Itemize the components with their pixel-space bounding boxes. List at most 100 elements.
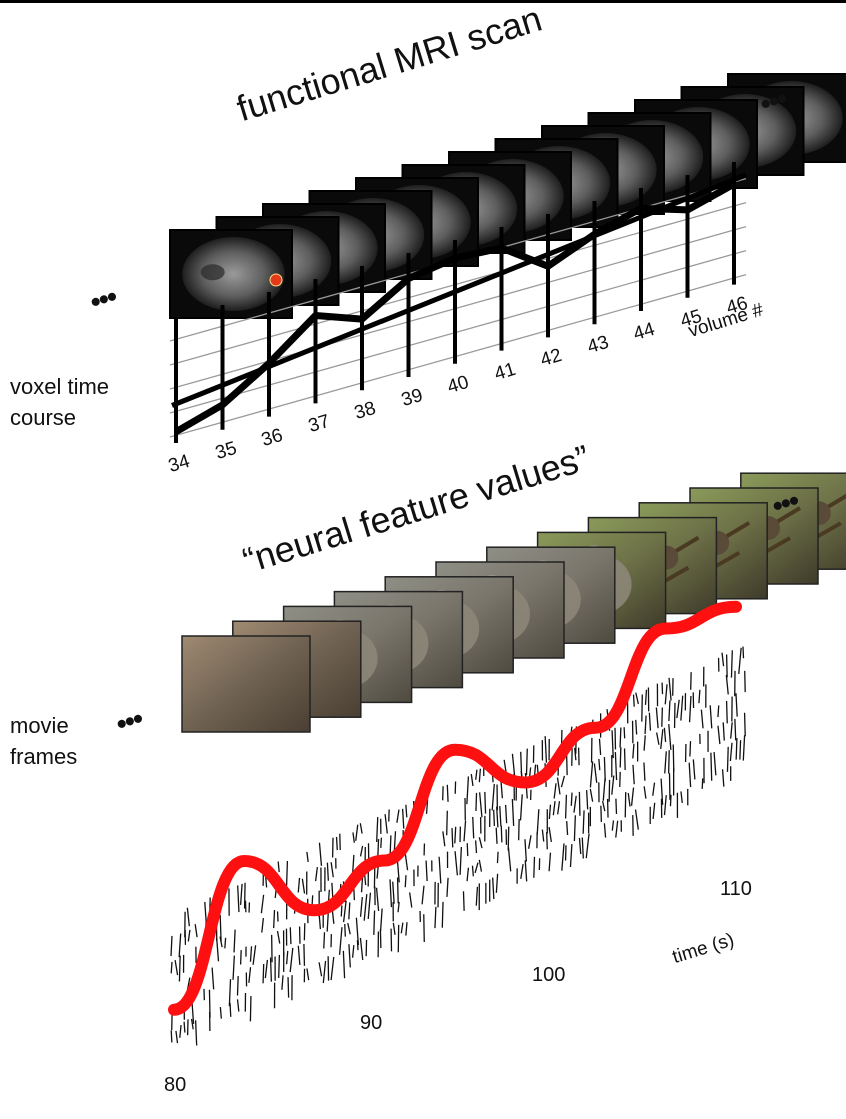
spike-tick (611, 775, 615, 795)
voxel-time-course (174, 181, 736, 435)
spike-tick (565, 752, 568, 776)
spike-tick (619, 747, 622, 768)
brain-ventricle (200, 264, 225, 281)
spike-tick (297, 877, 301, 893)
spike-tick (643, 786, 647, 799)
spike-tick (272, 909, 276, 929)
spike-tick (434, 906, 437, 929)
spike-tick (446, 784, 449, 802)
spike-tick (742, 735, 746, 761)
spike-tick (289, 947, 294, 973)
spike-tick (574, 747, 577, 761)
spike-tick (355, 917, 360, 946)
spike-tick (216, 937, 220, 962)
spike-tick (179, 1025, 182, 1038)
spike-tick (237, 885, 240, 913)
spike-tick (643, 735, 646, 751)
spike-tick (725, 700, 728, 724)
movie-label-line2: frames (10, 744, 78, 769)
frame-image (181, 635, 311, 733)
spike-tick (322, 960, 327, 984)
spike-tick (520, 864, 524, 879)
spike-tick (204, 901, 207, 925)
spike-tick (725, 654, 728, 678)
spike-tick (743, 712, 746, 737)
spike-tick (318, 842, 323, 866)
spike-tick (692, 759, 696, 780)
spike-tick (499, 806, 502, 827)
spike-tick (478, 792, 483, 818)
spike-tick (260, 894, 265, 914)
spike-tick (713, 752, 717, 776)
spike-tick (186, 907, 190, 927)
spike-tick (454, 851, 459, 876)
spike-tick (359, 897, 363, 917)
spike-tick (342, 950, 346, 979)
spike-tick (404, 875, 407, 888)
spike-tick (478, 859, 483, 872)
top-border (0, 0, 846, 3)
spike-tick (688, 695, 692, 723)
spike-tick (627, 792, 631, 807)
spike-tick (233, 929, 236, 953)
spike-tick (652, 802, 656, 819)
spike-tick (228, 979, 232, 1007)
spike-tick (669, 794, 672, 807)
spike-tick (680, 695, 684, 721)
spike-tick (338, 927, 343, 955)
spike-tick (401, 808, 405, 829)
spike-tick (643, 762, 646, 781)
spike-tick (276, 930, 281, 944)
spike-tick (355, 824, 359, 841)
neural-feature-curve-group (168, 600, 742, 1016)
spike-tick (408, 892, 413, 908)
spike-tick (224, 937, 227, 949)
spike-tick (262, 964, 265, 984)
spike-tick (520, 751, 523, 779)
spike-tick (400, 922, 404, 934)
spike-tick (178, 955, 181, 982)
voxel-label: voxel time course (10, 371, 109, 433)
spike-tick (348, 902, 351, 920)
spike-tick (528, 835, 532, 849)
spike-tick (738, 647, 742, 675)
spike-tick (603, 823, 607, 838)
spike-tick (211, 967, 215, 990)
spike-tick (318, 962, 323, 977)
spike-tick (342, 900, 347, 923)
spike-tick (421, 885, 425, 905)
spike-tick (170, 935, 173, 957)
spike-tick (264, 959, 269, 979)
spike-tick (680, 791, 683, 804)
spike-tick (601, 800, 606, 812)
spike-tick (548, 852, 552, 872)
spike-tick (297, 945, 301, 965)
spike-tick (548, 804, 552, 820)
movie-label: movie frames (10, 710, 77, 772)
grid-line (169, 201, 747, 366)
spike-tick (557, 801, 561, 815)
spike-tick (598, 738, 602, 756)
spike-tick (392, 881, 395, 904)
neural-feature-curve (168, 600, 742, 1016)
spike-tick (174, 959, 179, 976)
spike-tick (441, 901, 444, 928)
spike-tick (306, 851, 309, 863)
spike-tick (623, 748, 626, 771)
spike-tick (614, 752, 618, 781)
voxel-label-line2: course (10, 405, 77, 430)
spike-tick (730, 722, 733, 739)
spike-tick (446, 810, 448, 836)
spike-tick (471, 865, 474, 877)
spike-tick (375, 887, 380, 912)
spike-tick (560, 775, 566, 788)
spike-tick (717, 725, 721, 745)
spike-tick (379, 908, 383, 932)
spike-tick (511, 799, 515, 826)
spike-tick (252, 945, 257, 965)
spike-tick (553, 783, 557, 799)
spike-tick (454, 826, 457, 844)
voxel-label-line1: voxel time (10, 374, 110, 399)
spike-tick (314, 866, 319, 882)
spike-tick (219, 914, 222, 942)
